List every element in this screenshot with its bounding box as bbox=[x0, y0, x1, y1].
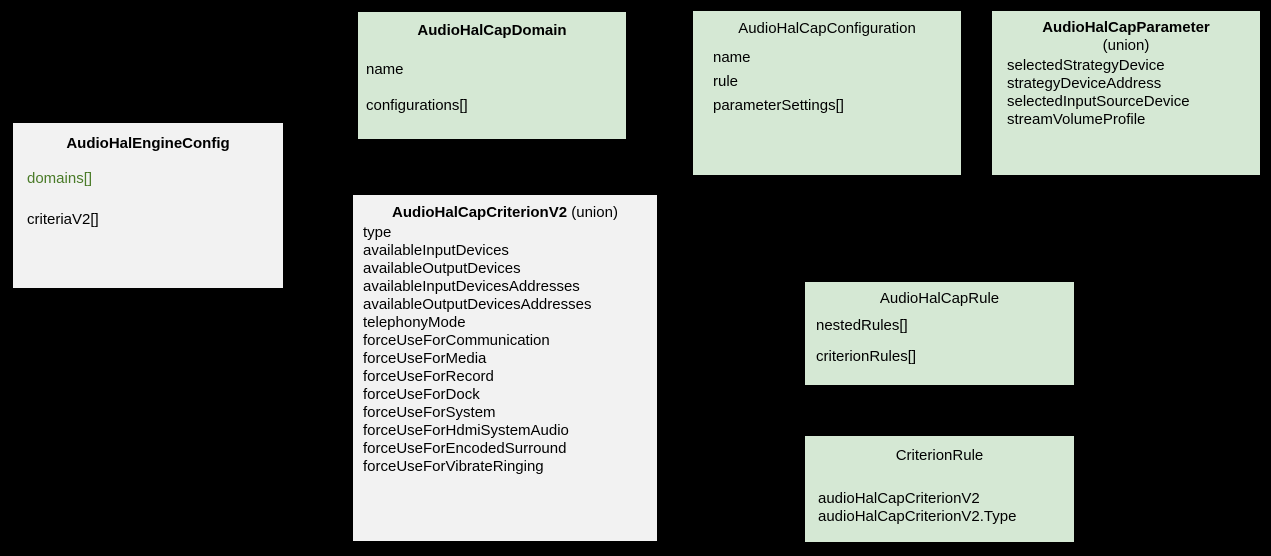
attribute-forceuseformedia: forceUseForMedia bbox=[363, 350, 487, 367]
attribute-availableoutputdevices: availableOutputDevices bbox=[363, 260, 521, 277]
attribute-forceuseforvibrateringing: forceUseForVibrateRinging bbox=[363, 458, 544, 475]
attribute-availableinputdevicesaddresses: availableInputDevicesAddresses bbox=[363, 278, 580, 295]
attribute-selectedinputsourcedevice: selectedInputSourceDevice bbox=[1007, 93, 1190, 110]
attribute-forceuseforencodedsurround: forceUseForEncodedSurround bbox=[363, 440, 567, 457]
attribute-criterionrules: criterionRules[] bbox=[816, 348, 917, 365]
class-title-audio-hal-cap-criterion-v2: AudioHalCapCriterionV2 (union) bbox=[353, 204, 657, 222]
attribute-configurations: configurations[] bbox=[366, 97, 468, 114]
class-box-audio-hal-cap-configuration[interactable]: AudioHalCapConfiguration name rule param… bbox=[692, 10, 962, 176]
attribute-audiohalcapcriterionv2: audioHalCapCriterionV2 bbox=[818, 490, 980, 507]
attribute-forceuseforhdmisystemaudio: forceUseForHdmiSystemAudio bbox=[363, 422, 569, 439]
attribute-forceusefordock: forceUseForDock bbox=[363, 386, 480, 403]
attribute-forceuseforrecord: forceUseForRecord bbox=[363, 368, 494, 385]
attribute-nestedrules: nestedRules[] bbox=[816, 317, 908, 334]
class-box-audio-hal-cap-criterion-v2[interactable]: AudioHalCapCriterionV2 (union) type avai… bbox=[352, 194, 658, 542]
attribute-parametersettings: parameterSettings[] bbox=[713, 97, 844, 114]
class-title-audio-hal-cap-domain: AudioHalCapDomain bbox=[417, 22, 567, 39]
attribute-forceuseforsystem: forceUseForSystem bbox=[363, 404, 496, 421]
class-box-criterion-rule[interactable]: CriterionRule audioHalCapCriterionV2 aud… bbox=[804, 435, 1075, 543]
attribute-strategydeviceaddress: strategyDeviceAddress bbox=[1007, 75, 1162, 92]
attribute-criteriav2: criteriaV2[] bbox=[27, 211, 99, 228]
class-box-audio-hal-cap-domain[interactable]: AudioHalCapDomain name configurations[] bbox=[357, 11, 627, 140]
attribute-availableoutputdevicesaddresses: availableOutputDevicesAddresses bbox=[363, 296, 592, 313]
class-box-audio-hal-engine-config[interactable]: AudioHalEngineConfig domains[] criteriaV… bbox=[12, 122, 284, 289]
attribute-selectedstrategydevice: selectedStrategyDevice bbox=[1007, 57, 1165, 74]
attribute-domains: domains[] bbox=[27, 170, 93, 187]
attribute-name: name bbox=[713, 49, 751, 66]
class-title-audio-hal-cap-configuration: AudioHalCapConfiguration bbox=[738, 20, 916, 37]
class-title-audio-hal-engine-config: AudioHalEngineConfig bbox=[66, 135, 230, 152]
class-title-audio-hal-cap-parameter: AudioHalCapParameter bbox=[1042, 19, 1210, 36]
class-title-union-suffix: (union) bbox=[567, 204, 618, 221]
attribute-audiohalcapcriterionv2-type: audioHalCapCriterionV2.Type bbox=[818, 508, 1017, 525]
attribute-name: name bbox=[366, 61, 404, 78]
attribute-forceuseforcommunication: forceUseForCommunication bbox=[363, 332, 550, 349]
class-box-audio-hal-cap-rule[interactable]: AudioHalCapRule nestedRules[] criterionR… bbox=[804, 281, 1075, 386]
class-box-audio-hal-cap-parameter[interactable]: AudioHalCapParameter (union) selectedStr… bbox=[991, 10, 1261, 176]
class-title-text: AudioHalCapCriterionV2 bbox=[392, 204, 568, 221]
attribute-telephonymode: telephonyMode bbox=[363, 314, 466, 331]
attribute-streamvolumeprofile: streamVolumeProfile bbox=[1007, 111, 1146, 128]
class-title-audio-hal-cap-rule: AudioHalCapRule bbox=[879, 290, 1000, 307]
attribute-rule: rule bbox=[713, 73, 739, 90]
class-title-criterion-rule: CriterionRule bbox=[895, 447, 984, 464]
attribute-availableinputdevices: availableInputDevices bbox=[363, 242, 509, 259]
class-subtitle-union: (union) bbox=[1102, 37, 1150, 54]
attribute-type: type bbox=[363, 224, 392, 241]
